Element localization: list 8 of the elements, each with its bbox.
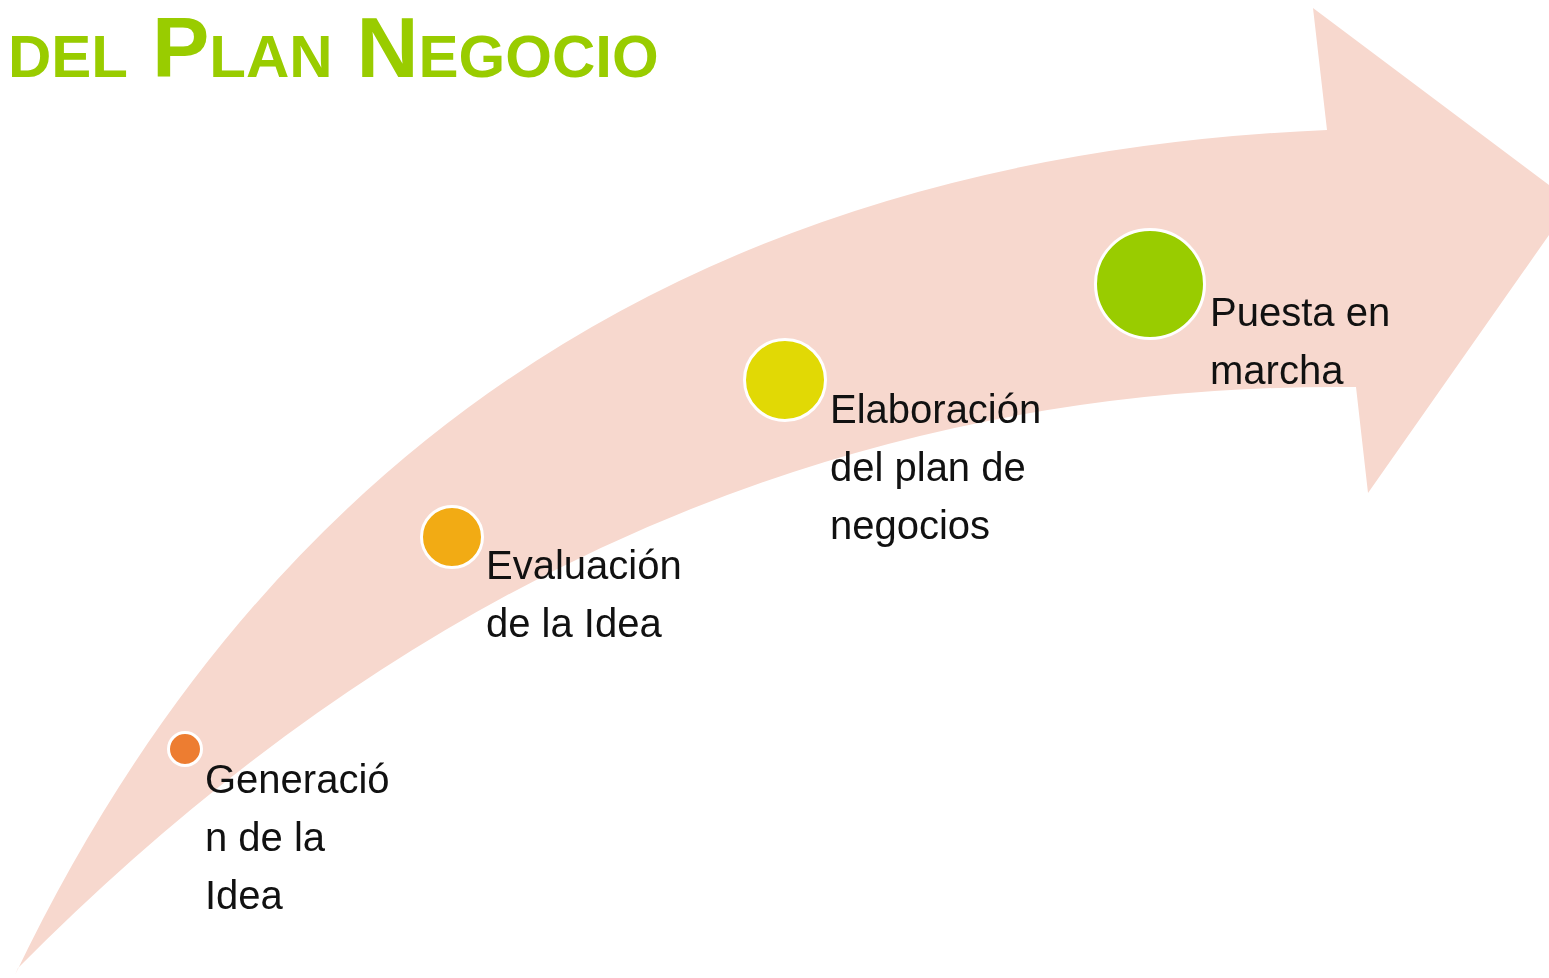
step-label: Puesta en marcha [1210, 289, 1392, 394]
step-label: Elaboración del plan de negocios [830, 386, 1043, 549]
circle-marker [1094, 228, 1206, 340]
step-label: Evaluación de la Idea [486, 542, 683, 647]
step-label: Generación de la Idea [205, 756, 391, 919]
circle-marker [743, 338, 827, 422]
title: del Plan Negocio [8, 4, 659, 90]
circle-marker [420, 505, 484, 569]
